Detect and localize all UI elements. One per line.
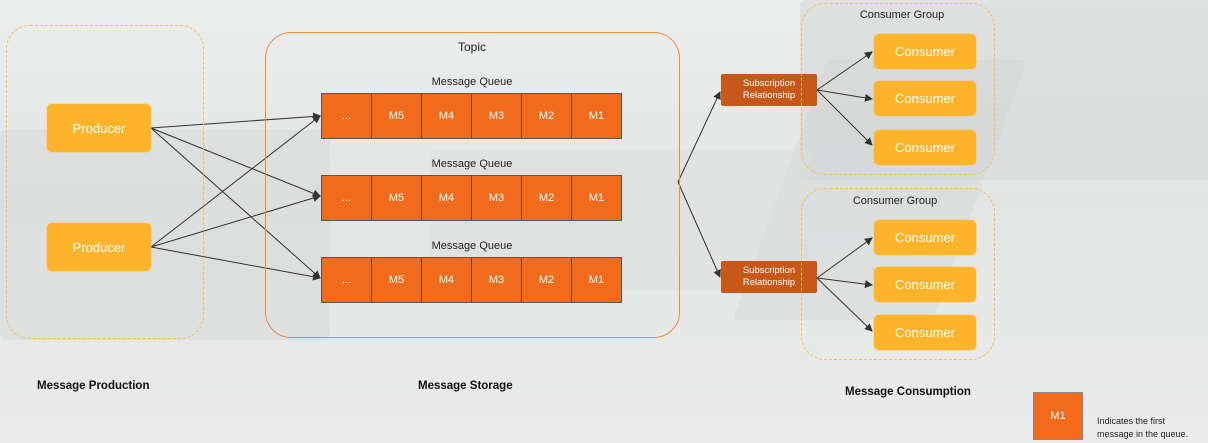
queue-cell: M2 (522, 258, 572, 302)
consumer-group-label-1: Consumer Group (859, 9, 945, 21)
queue-cell: M2 (522, 176, 572, 220)
queue-cell: ... (322, 258, 372, 302)
message-queue-1: ... M5 M4 M3 M2 M1 (321, 93, 622, 139)
legend-text: Indicates the first message in the queue… (1097, 415, 1188, 441)
queue-cell: M5 (372, 176, 422, 220)
queue-cell: M2 (522, 94, 572, 138)
subscription-line2: Relationship (742, 90, 796, 101)
queue-cell: M4 (422, 94, 472, 138)
consumer-2-2: Consumer (874, 267, 976, 302)
consumer-2-1: Consumer (874, 220, 976, 255)
queue-cell: M3 (472, 176, 522, 220)
message-consumption-label: Message Consumption (845, 386, 971, 398)
queue-cell: M1 (588, 192, 605, 204)
topic-label: Topic (457, 40, 486, 54)
queue-cell: M4 (422, 176, 472, 220)
legend-text-line1: Indicates the first (1097, 416, 1166, 426)
consumer-group-box-2 (801, 188, 995, 360)
producer-2: Producer (47, 223, 151, 271)
queue-cell: M3 (472, 94, 522, 138)
subscription-line1: Subscription (742, 78, 796, 89)
message-queue-label-2: Message Queue (431, 158, 513, 170)
consumer-1-2: Consumer (874, 81, 976, 116)
queue-cell: ... (322, 176, 372, 220)
consumer-group-label-2: Consumer Group (852, 195, 938, 207)
subscription-line2: Relationship (742, 277, 796, 288)
consumer-2-3: Consumer (874, 315, 976, 350)
consumer-1-3: Consumer (874, 130, 976, 165)
producer-group-box (6, 25, 204, 339)
producer-1: Producer (47, 104, 151, 152)
topic-box (265, 32, 680, 338)
message-production-label: Message Production (37, 380, 150, 392)
queue-cell: M1 (588, 274, 605, 286)
queue-cell: M5 (372, 94, 422, 138)
legend-box: M1 (1033, 392, 1083, 440)
queue-cell: ... (322, 94, 372, 138)
queue-cell: M4 (422, 258, 472, 302)
legend-text-line2: message in the queue. (1097, 429, 1189, 439)
background-shape (800, 0, 1208, 180)
message-queue-2: ... M5 M4 M3 M2 M1 (321, 175, 622, 221)
message-queue-3: ... M5 M4 M3 M2 M1 (321, 257, 622, 303)
queue-cell: M5 (372, 258, 422, 302)
subscription-line1: Subscription (742, 265, 796, 276)
queue-cell: M1 (588, 110, 605, 122)
queue-cell: M3 (472, 258, 522, 302)
message-storage-label: Message Storage (418, 380, 513, 392)
message-queue-label-1: Message Queue (431, 76, 513, 88)
consumer-1-1: Consumer (874, 34, 976, 69)
consumer-group-box-1 (801, 3, 995, 175)
message-queue-label-3: Message Queue (431, 240, 513, 252)
